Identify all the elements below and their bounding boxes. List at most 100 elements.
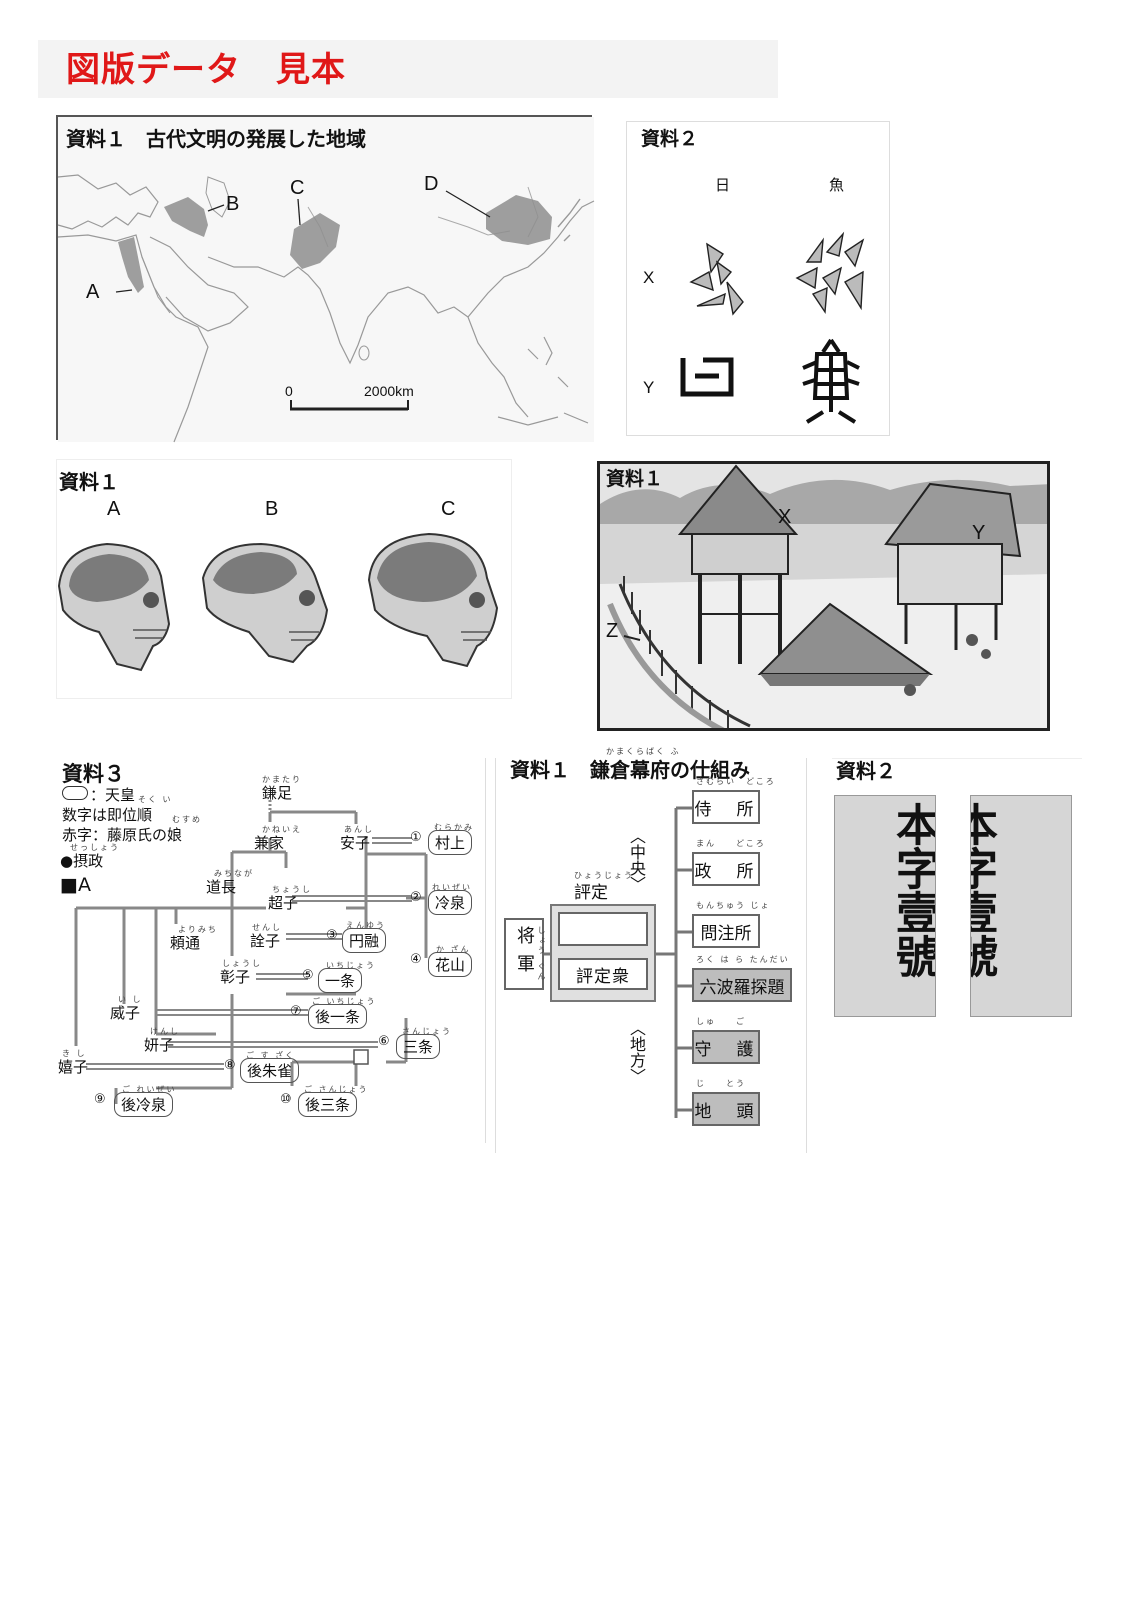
person-senshi: 詮子 [250,932,281,950]
village-label-z: Z [606,620,619,642]
seals-panel: 資料２ 本字壹號 本字壹號 [832,758,1082,1033]
office-6-label: 地 頭 [694,1101,758,1122]
ruby-anshi: あんし [344,825,374,834]
emperor-2: 冷泉 [428,890,473,915]
office-1-ruby: さむらい どころ [696,777,776,786]
village-label-x: X [778,506,792,528]
local-label: 〈地方〉 [627,1020,646,1084]
ruby-senshi: せんし [252,923,282,932]
office-4-label: 六波羅探題 [699,977,785,998]
label-c: C [290,177,305,199]
ruby-sanjo: さんじょう [402,1027,452,1036]
ruby-goichijo: ご いちじょう [312,997,377,1006]
shogun-box: 将軍 [504,918,544,990]
ruby-kaneie: かねいえ [262,825,302,834]
legend-regent: ●摂政 [60,852,104,870]
ruby-reizei: れいぜい [432,883,472,892]
scale-distance: 2000km [364,383,414,399]
ruby-gosuzaku: ご す ざく [246,1051,296,1060]
header-band [38,40,778,98]
legend-red: 赤字：藤原氏の娘 [62,826,183,844]
ruby-kenshi: けんし [150,1027,180,1036]
office-5-label: 守 護 [694,1039,758,1060]
chars-title: 資料２ [641,128,699,150]
col-sun: 日 [715,177,731,194]
village-panel: 資料１ X Y Z [597,461,1050,731]
office-4-ruby: ろく は ら たんだい [696,955,790,964]
ruby-musume: むすめ [172,815,202,824]
seals-title: 資料２ [836,759,896,783]
region-b [164,197,208,237]
tally-left: 本字壹號 [834,795,936,1017]
person-choushi: 超子 [268,894,299,912]
person-ishi: 威子 [110,1004,141,1022]
characters-panel: 資料２ 日 魚 X Y [626,121,890,436]
emperor-1: 村上 [428,830,473,855]
ruby-sokui: そく い [138,795,173,804]
hyojo-label: 評定 [574,883,608,903]
kamakura-title-ruby: かまくらばく ふ [606,747,681,756]
hyojoshu-box: 評定衆 [558,958,648,990]
genealogy-lines [74,800,428,1104]
ancient-civilizations-map [57,117,595,443]
skull-b [201,542,329,664]
emperor-6: 三条 [396,1034,441,1059]
emperor-6-number: ⑥ [378,1034,390,1049]
emperor-1-number: ① [410,830,422,845]
office-2-label: 政 所 [694,861,758,882]
office-2: 政 所 [692,852,760,886]
row-y: Y [643,378,655,397]
emperor-5: 一条 [318,968,363,993]
ruby-choushi: ちょうし [272,885,312,894]
tally-right-text: 本字壹號 [970,802,997,978]
person-michinaga: 道長 [206,878,237,896]
row-x: X [643,268,655,287]
skull-illustrations [57,532,499,672]
emperor-10-number: ⑩ [280,1092,292,1107]
emperor-7-number: ⑦ [290,1004,302,1019]
emperor-2-number: ② [410,890,422,905]
cuneiform-fish [795,231,865,315]
office-5-ruby: しゅ ご [696,1017,746,1026]
ruby-ishi: い し [118,995,143,1004]
shogun-ruby-gun: ぐん [537,962,546,982]
ruby-shoushi: しょうし [222,959,262,968]
tally-left-text: 本字壹號 [888,802,936,978]
office-4: 六波羅探題 [692,968,792,1002]
palisade [618,576,751,728]
region-d [486,195,552,245]
office-3: 問注所 [692,914,760,948]
ruby-sessho: せっしょう [70,843,120,852]
emperor-9-number: ⑨ [94,1092,106,1107]
office-3-label: 問注所 [700,923,752,944]
map-panel: 資料１ 古代文明の発展した地域 A B C D 0 2000km [56,115,595,443]
page-title: 図版データ 見本 [66,50,346,90]
kamakura-title: 資料１ 鎌倉幕府の仕組み [510,758,750,782]
emperor-5-number: ⑤ [302,968,314,983]
ruby-michinaga: みちなが [214,869,254,878]
emperor-legend-symbol [62,786,88,800]
oracle-fish [802,338,860,424]
emperor-7: 後一条 [308,1004,368,1029]
label-a: A [86,281,100,303]
kamakura-connectors [544,806,692,1118]
person-kamatari: 鎌足 [262,784,293,802]
office-6-ruby: じ とう [696,1079,746,1088]
ruby-kazan: か ざん [436,945,471,954]
ruby-kamatari: かまたり [262,775,302,784]
watchtower-x [677,464,799,664]
skull-a [57,542,171,672]
emperor-9: 後冷泉 [114,1092,174,1117]
genealogy-panel: 資料３ ：天皇 そく い 数字は即位順 むすめ 赤字：藤原氏の娘 せっしょう ●… [56,758,486,1143]
legend-a: ■A [60,874,91,896]
emperor-10: 後三条 [298,1092,358,1117]
hyojo-blank-box [558,912,648,946]
kamakura-panel: かまくらばく ふ 資料１ 鎌倉幕府の仕組み 将軍 しょう ぐん ひょうじょう 評… [495,747,807,1153]
emperor-4: 花山 [428,952,473,977]
emperor-3: 円融 [342,928,387,953]
genealogy-title: 資料３ [62,762,125,786]
emperor-3-number: ③ [326,928,338,943]
person-kenshi: 妍子 [144,1036,175,1054]
emperor-8-number: ⑧ [224,1058,236,1073]
skull-label-c: C [441,498,456,520]
